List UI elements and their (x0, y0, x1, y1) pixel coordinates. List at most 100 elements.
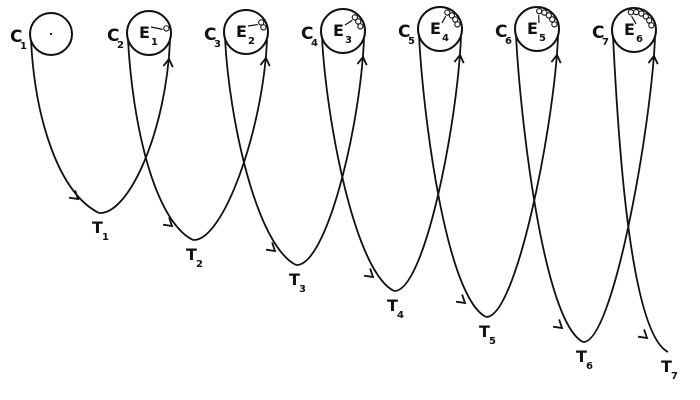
outgoing-path-3 (224, 37, 297, 266)
e-label-2: E1 (139, 23, 158, 48)
c-letter: C (301, 24, 313, 44)
c-letter: C (10, 27, 22, 47)
t-letter: T (289, 270, 300, 289)
e-letter: E (430, 19, 441, 38)
cycle-circle (514, 6, 560, 52)
return-path-1 (98, 40, 171, 214)
pointer-line (344, 19, 353, 26)
c-letter: C (398, 22, 410, 42)
center-dot-icon (49, 32, 53, 36)
outgoing-path-2 (127, 38, 194, 241)
arrow-up-icon (259, 56, 271, 67)
c-label-4: C4 (301, 24, 318, 49)
e-subscript: 6 (636, 34, 643, 45)
bead-icon (452, 16, 459, 23)
cycle-node-1 (29, 12, 73, 56)
t-label-3: T3 (289, 270, 306, 295)
t-subscript: 2 (196, 259, 203, 270)
c-letter: C (592, 23, 604, 43)
cycle-node-3 (223, 9, 269, 55)
bead-icon (355, 18, 362, 25)
bead-icon (444, 9, 451, 16)
c-letter: C (495, 22, 507, 42)
t-label-2: T2 (186, 245, 203, 270)
bead-icon (638, 10, 645, 17)
bead-icon (633, 8, 640, 16)
cycle-node-7 (611, 7, 657, 53)
pointer-line (150, 26, 163, 30)
c-label-2: C2 (107, 26, 124, 51)
e-label-5: E4 (430, 19, 449, 44)
t-subscript: 7 (671, 371, 678, 382)
t-subscript: 6 (586, 361, 593, 372)
cycle-circle (126, 10, 172, 56)
pointer-line (631, 15, 637, 25)
c-letter: C (107, 26, 119, 46)
arrow-down-icon (552, 319, 564, 330)
e-subscript: 2 (248, 36, 255, 47)
e-subscript: 3 (345, 35, 352, 46)
t-label-5: T5 (479, 322, 496, 347)
bead-icon (541, 9, 548, 16)
return-path-3 (295, 38, 365, 266)
return-path-2 (192, 39, 268, 241)
t-subscript: 3 (299, 284, 306, 295)
arrow-up-icon (550, 53, 562, 64)
arrow-down-icon (637, 329, 649, 340)
e-letter: E (527, 19, 538, 38)
e-letter: E (624, 20, 635, 39)
c-label-5: C5 (398, 22, 415, 47)
e-letter: E (333, 21, 344, 40)
c-subscript: 6 (505, 36, 512, 47)
e-letter: E (139, 23, 150, 42)
bead-icon (642, 13, 649, 20)
outgoing-path-7 (612, 35, 669, 353)
arrow-up-icon (162, 57, 174, 68)
bead-icon (545, 12, 552, 19)
c-subscript: 5 (408, 36, 415, 47)
cycle-circle (417, 6, 463, 52)
bead-icon (627, 9, 635, 16)
e-letter: E (236, 22, 247, 41)
c-subscript: 1 (20, 41, 27, 52)
cycle-circle (223, 9, 269, 55)
t-label-4: T4 (387, 296, 404, 321)
t-subscript: 5 (489, 336, 496, 347)
bead-icon (448, 12, 455, 19)
t-letter: T (479, 322, 490, 341)
pointer-line (441, 15, 447, 24)
e-label-6: E5 (527, 19, 546, 44)
bead-icon (163, 25, 170, 32)
t-letter: T (387, 296, 398, 315)
cycle-nodes (29, 6, 657, 56)
cycle-circle (611, 7, 657, 53)
arrow-up-icon (356, 55, 368, 66)
c-label-6: C6 (495, 22, 512, 47)
return-path-4 (393, 36, 462, 292)
t-letter: T (92, 218, 103, 237)
bead-icon (258, 19, 265, 26)
c-subscript: 3 (214, 39, 221, 50)
c-label-1: C1 (10, 27, 27, 52)
bead-icon (646, 17, 653, 24)
cycle-circle (29, 12, 73, 56)
arrow-down-icon (265, 242, 277, 253)
arrow-up-icon (647, 54, 659, 65)
arrow-down-icon (363, 268, 375, 279)
t-letter: T (576, 347, 587, 366)
arrow-up-icon (453, 53, 465, 64)
bead-icon (351, 14, 358, 21)
bead-icon (549, 16, 556, 23)
cycle-circle (320, 8, 366, 54)
c-subscript: 7 (602, 37, 609, 48)
bead-icon (536, 7, 543, 15)
t-label-6: T6 (576, 347, 593, 372)
pointer-line (247, 23, 258, 27)
e-subscript: 4 (442, 33, 449, 44)
e-label-4: E3 (333, 21, 352, 46)
c-letter: C (204, 25, 216, 45)
t-label-7: T7 (661, 357, 678, 382)
arrow-down-icon (162, 217, 174, 228)
cycle-node-4 (320, 8, 366, 54)
